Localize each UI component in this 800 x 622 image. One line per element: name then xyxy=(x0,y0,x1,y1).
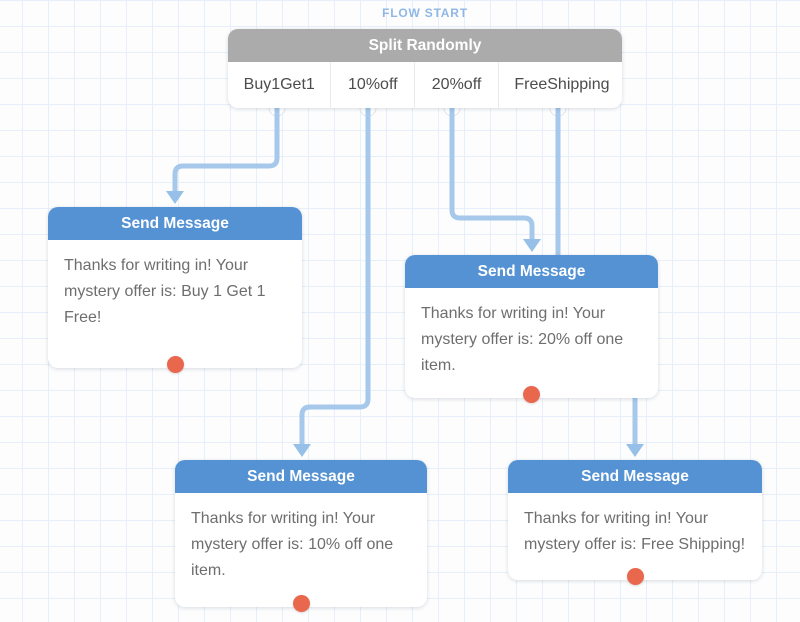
message-text: Thanks for writing in! Your mystery offe… xyxy=(64,257,266,326)
next-step-port-dot[interactable] xyxy=(523,386,540,403)
message-text: Thanks for writing in! Your mystery offe… xyxy=(191,510,394,579)
send-message-node-buy1get1[interactable]: Send Message Thanks for writing in! Your… xyxy=(48,207,302,373)
branch-freeshipping[interactable]: FreeShipping xyxy=(497,62,625,108)
next-step-port-dot[interactable] xyxy=(166,356,184,373)
split-node-header[interactable]: Split Randomly xyxy=(228,29,622,62)
edge-buy1get1[interactable] xyxy=(166,108,280,204)
message-node-header[interactable]: Send Message xyxy=(405,255,658,288)
split-branches: Buy1Get1 10%off 20%off FreeShipping xyxy=(228,62,622,108)
edge-20off[interactable] xyxy=(449,108,541,252)
split-randomly-node[interactable]: Split Randomly Buy1Get1 10%off 20%off Fr… xyxy=(228,29,622,108)
flow-start-label: FLOW START xyxy=(382,6,468,20)
arrow-down-icon xyxy=(523,239,541,252)
arrow-down-icon xyxy=(166,191,184,204)
message-text: Thanks for writing in! Your mystery offe… xyxy=(524,510,746,553)
branch-buy1get1[interactable]: Buy1Get1 xyxy=(243,76,315,93)
arrow-down-icon xyxy=(626,444,644,457)
edge-line xyxy=(449,108,535,240)
edge-line xyxy=(172,108,280,192)
send-message-node-10off[interactable]: Send Message Thanks for writing in! Your… xyxy=(175,460,427,612)
next-step-port-dot[interactable] xyxy=(626,568,644,585)
send-message-node-20off[interactable]: Send Message Thanks for writing in! Your… xyxy=(405,255,658,403)
message-node-header[interactable]: Send Message xyxy=(48,207,302,240)
send-message-node-freeshipping[interactable]: Send Message Thanks for writing in! Your… xyxy=(508,460,762,585)
edge-line xyxy=(299,108,371,445)
branch-20off[interactable]: 20%off xyxy=(414,62,498,108)
message-node-header[interactable]: Send Message xyxy=(508,460,762,493)
arrow-down-icon xyxy=(293,444,311,457)
next-step-port-dot[interactable] xyxy=(292,595,310,612)
branch-10off[interactable]: 10%off xyxy=(330,62,414,108)
edge-10off[interactable] xyxy=(293,108,371,457)
message-node-header[interactable]: Send Message xyxy=(175,460,427,493)
message-text: Thanks for writing in! Your mystery offe… xyxy=(421,305,624,374)
